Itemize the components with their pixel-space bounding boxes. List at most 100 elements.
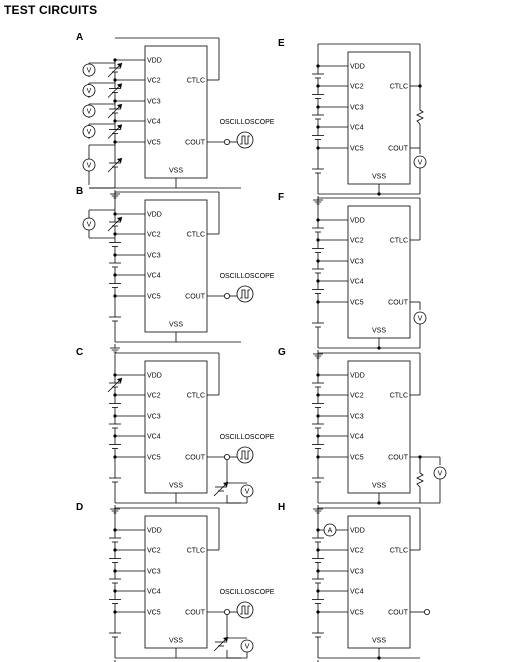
pin-vdd-label: VDD: [350, 528, 365, 535]
pin-vc4-label: VC4: [147, 273, 161, 280]
pin-cout-label: COUT: [388, 455, 409, 462]
circuit-f-label: F: [278, 192, 284, 203]
oscilloscope-label: OSCILLOSCOPE: [220, 273, 275, 280]
pin-vdd-label: VDD: [350, 64, 365, 71]
voltmeter-1-symbol: V: [87, 222, 92, 229]
voltmeter-out-symbol: V: [245, 489, 250, 496]
voltmeter-out-symbol: V: [418, 160, 423, 167]
battery-cell: [312, 477, 324, 483]
junction-dot: [377, 192, 381, 196]
pin-ctlc-label: CTLC: [187, 78, 205, 85]
variable-source: [107, 124, 123, 139]
pin-vc2-label: VC2: [350, 238, 364, 245]
oscilloscope-icon: [236, 601, 254, 619]
variable-source: [107, 103, 123, 119]
voltmeter-4-symbol: V: [87, 129, 92, 136]
voltmeter-3: V: [82, 104, 96, 118]
pin-ctlc-label: CTLC: [187, 393, 205, 400]
battery-cell: [312, 73, 324, 79]
resistor: [416, 457, 424, 503]
pin-vdd-label: VDD: [147, 58, 162, 65]
junction-dot: [377, 501, 381, 505]
battery-cell: [312, 403, 324, 408]
battery-cell: [109, 262, 121, 268]
battery-cell: [109, 283, 121, 288]
pin-vc3-label: VC3: [147, 99, 161, 106]
terminal-circle: [223, 292, 230, 299]
battery-cell: [312, 168, 324, 174]
ammeter-symbol: A: [328, 528, 333, 535]
pin-cout-label: COUT: [388, 610, 409, 617]
pin-vc5-label: VC5: [147, 455, 161, 462]
pin-vss-label: VSS: [372, 638, 386, 645]
pin-ctlc-label: CTLC: [390, 238, 408, 245]
variable-source: [107, 62, 123, 78]
oscilloscope-label: OSCILLOSCOPE: [220, 434, 275, 441]
battery-cell: [109, 403, 121, 408]
voltmeter-out: V: [240, 639, 254, 653]
battery-cell: [109, 477, 121, 483]
battery-cell: [312, 599, 324, 604]
variable-source: [107, 216, 123, 232]
ground-symbol: [317, 660, 319, 662]
battery-cell: [109, 537, 121, 543]
pin-vss-label: VSS: [169, 483, 183, 490]
pin-vss-label: VSS: [372, 483, 386, 490]
voltmeter-out: V: [433, 466, 447, 480]
battery-cell: [312, 289, 324, 294]
voltmeter-2-symbol: V: [87, 88, 92, 95]
oscilloscope-label: OSCILLOSCOPE: [220, 119, 275, 126]
chip-body: [347, 515, 411, 649]
voltmeter-2: V: [82, 84, 96, 97]
oscilloscope-icon: [236, 446, 254, 464]
pin-vc3-label: VC3: [350, 105, 364, 112]
pin-vc3-label: VC3: [147, 414, 161, 421]
oscilloscope-label: OSCILLOSCOPE: [220, 589, 275, 596]
circuit-g-label: G: [278, 347, 286, 358]
pin-vc4-label: VC4: [350, 279, 364, 286]
pin-vc5-label: VC5: [147, 140, 161, 147]
voltmeter-out-symbol: V: [438, 471, 443, 478]
pin-vss-label: VSS: [169, 322, 183, 329]
battery-cell: [109, 632, 121, 638]
pin-vdd-label: VDD: [350, 218, 365, 225]
battery-cell: [312, 248, 324, 253]
pin-vc5-label: VC5: [350, 610, 364, 617]
pin-vdd-label: VDD: [147, 212, 162, 219]
battery-cell: [312, 578, 324, 584]
voltmeter-out: V: [413, 311, 427, 325]
voltmeter-5-symbol: V: [87, 163, 92, 170]
junction-dot: [377, 346, 381, 350]
pin-vss-label: VSS: [372, 328, 386, 335]
voltmeter-4: V: [82, 125, 96, 138]
pin-vc4-label: VC4: [147, 119, 161, 126]
battery-cell: [312, 227, 324, 233]
pin-cout-label: COUT: [185, 455, 206, 462]
circuit-a: AVDDVC2VC3VC4VC5CTLCCOUTVSSVVVVVOSCILLOS…: [76, 32, 275, 199]
pin-ctlc-label: CTLC: [390, 84, 408, 91]
battery-cell: [109, 599, 121, 604]
battery-cell: [312, 537, 324, 543]
voltmeter-out-symbol: V: [245, 644, 250, 651]
battery-cell: [312, 114, 324, 120]
pin-vc5-label: VC5: [350, 300, 364, 307]
chip-body: [347, 51, 411, 185]
chip-body: [144, 360, 208, 494]
battery-cell: [109, 578, 121, 584]
pin-vc5-label: VC5: [350, 455, 364, 462]
pin-vc2-label: VC2: [350, 84, 364, 91]
pin-vc3-label: VC3: [350, 259, 364, 266]
pin-vdd-label: VDD: [147, 373, 162, 380]
pin-vc3-label: VC3: [147, 569, 161, 576]
pin-vc2-label: VC2: [350, 393, 364, 400]
voltmeter-1-symbol: V: [87, 68, 92, 75]
voltmeter-out: V: [240, 484, 254, 498]
pin-vdd-label: VDD: [350, 373, 365, 380]
pin-vc5-label: VC5: [147, 610, 161, 617]
